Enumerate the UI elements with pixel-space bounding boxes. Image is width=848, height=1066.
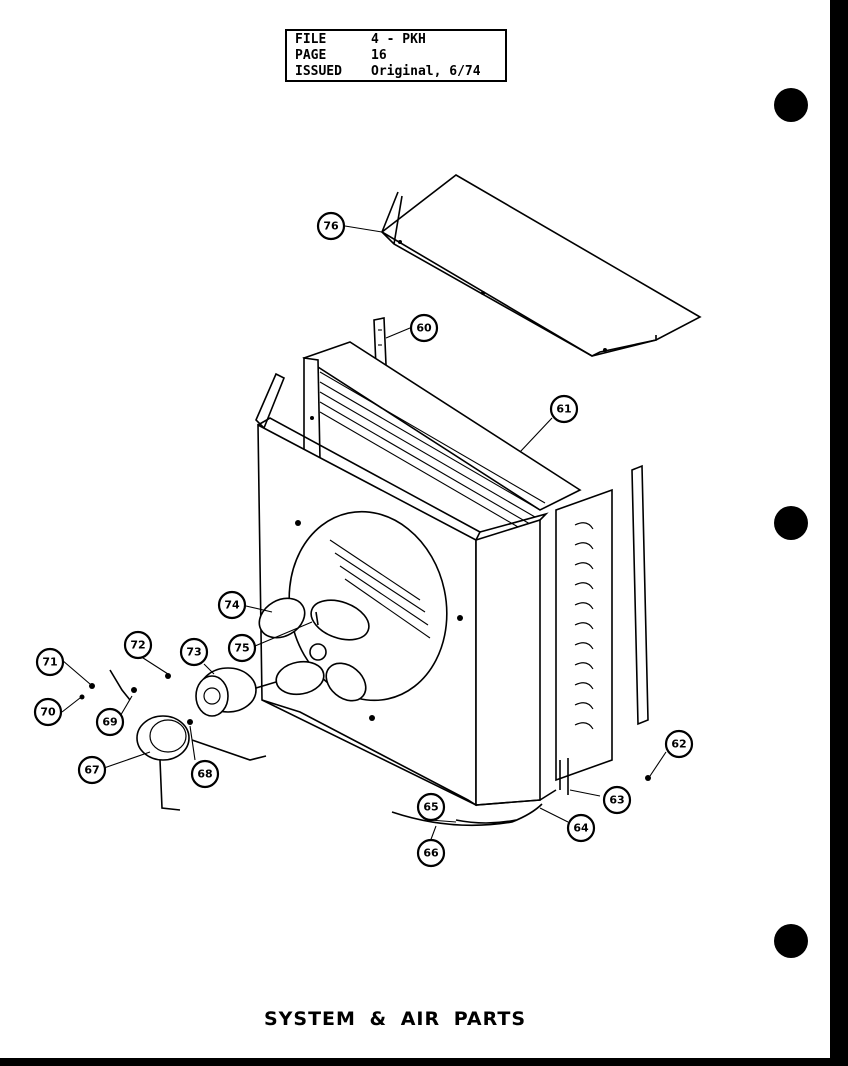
fan-blade-part: [258, 597, 370, 702]
callout-65: 65: [416, 792, 446, 822]
title-row-file: FILE 4 - PKH: [295, 32, 505, 48]
title-value: Original, 6/74: [371, 64, 481, 79]
title-value: 4 - PKH: [371, 32, 426, 47]
callout-71: 71: [35, 647, 65, 677]
svg-text:63: 63: [609, 794, 624, 807]
scan-border-right: [830, 0, 848, 1066]
svg-text:75: 75: [234, 642, 249, 655]
callout-61: 61: [549, 394, 579, 424]
callout-67: 67: [77, 755, 107, 785]
svg-text:74: 74: [224, 599, 240, 612]
callout-70: 70: [33, 697, 63, 727]
callout-66: 66: [416, 838, 446, 868]
callout-62: 62: [664, 729, 694, 759]
callout-76: 76: [316, 211, 346, 241]
callout-63: 63: [602, 785, 632, 815]
title-block: FILE 4 - PKH PAGE 16 ISSUED Original, 6/…: [285, 29, 507, 82]
callout-75: 75: [227, 633, 257, 663]
svg-text:65: 65: [423, 801, 438, 814]
svg-text:62: 62: [671, 738, 686, 751]
top-cover-part: [380, 174, 702, 357]
title-key: ISSUED: [295, 64, 342, 79]
side-rail-part: [631, 464, 649, 726]
nut-part: [89, 683, 95, 689]
callout-73: 73: [179, 637, 209, 667]
page-footer-title: SYSTEM & AIR PARTS: [263, 1008, 527, 1030]
title-key: PAGE: [295, 48, 327, 63]
callout-68: 68: [190, 759, 220, 789]
binder-hole: [774, 88, 808, 122]
motor-mount-part: [109, 669, 267, 811]
binder-hole: [774, 924, 808, 958]
callout-69: 69: [95, 707, 125, 737]
washer-part: [79, 694, 85, 700]
svg-text:61: 61: [556, 403, 571, 416]
svg-text:68: 68: [197, 768, 212, 781]
svg-text:76: 76: [323, 220, 339, 233]
svg-text:71: 71: [42, 656, 57, 669]
exploded-view-drawing: 76 60 61 74 75 72 73 71 70 69 67 68 62 6…: [33, 174, 702, 868]
callout-72: 72: [123, 630, 153, 660]
drain-tube-part: [391, 775, 651, 827]
svg-text:64: 64: [573, 822, 589, 835]
cabinet-shroud-part: [255, 341, 613, 807]
title-value: 16: [371, 48, 387, 63]
callout-64: 64: [566, 813, 596, 843]
svg-text:66: 66: [423, 847, 439, 860]
svg-text:70: 70: [40, 706, 56, 719]
title-row-issued: ISSUED Original, 6/74: [295, 64, 505, 80]
fan-motor-part: [195, 667, 277, 717]
svg-text:69: 69: [102, 716, 117, 729]
svg-text:72: 72: [130, 639, 145, 652]
svg-text:67: 67: [84, 764, 99, 777]
svg-text:73: 73: [186, 646, 201, 659]
svg-text:60: 60: [416, 322, 432, 335]
title-key: FILE: [295, 32, 327, 47]
scan-border-bottom: [0, 1058, 848, 1066]
callout-60: 60: [409, 313, 439, 343]
binder-hole: [774, 506, 808, 540]
title-row-page: PAGE 16: [295, 48, 505, 64]
callout-74: 74: [217, 590, 247, 620]
